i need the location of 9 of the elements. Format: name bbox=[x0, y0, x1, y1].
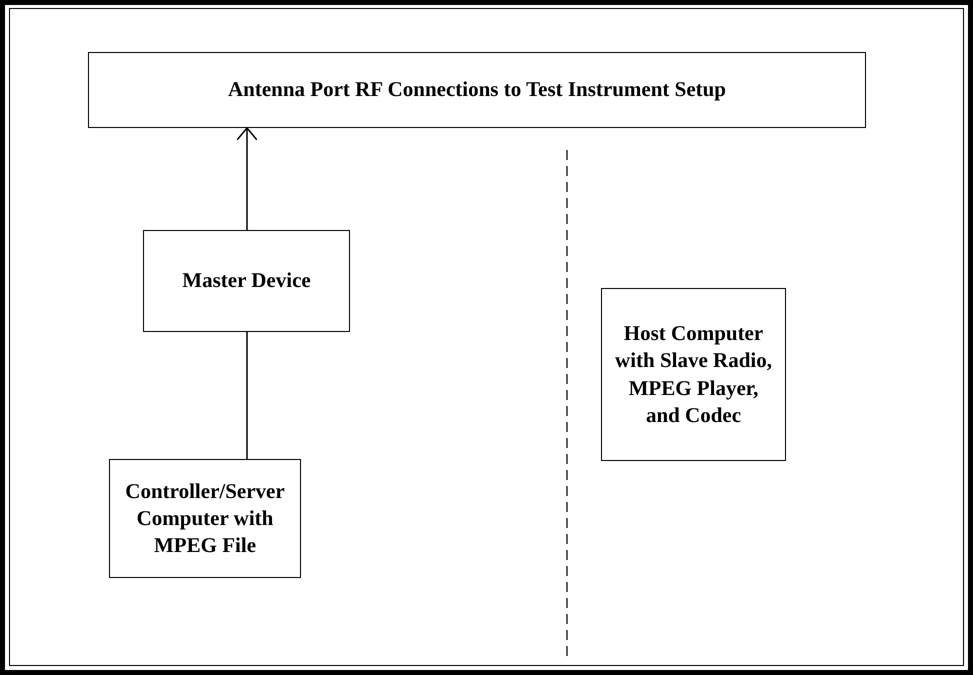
box-label: Controller/Server Computer with MPEG File bbox=[124, 478, 286, 560]
box-label: Master Device bbox=[182, 267, 311, 294]
process-box bbox=[88, 52, 866, 128]
box-label: Host Computer with Slave Radio, MPEG Player, and Codec bbox=[614, 320, 773, 429]
arrow bbox=[236, 127, 258, 230]
process-box bbox=[143, 230, 350, 332]
process-box bbox=[109, 459, 301, 578]
process-box bbox=[601, 288, 786, 461]
box-label: Antenna Port RF Connections to Test Instrument Setup bbox=[228, 76, 726, 104]
